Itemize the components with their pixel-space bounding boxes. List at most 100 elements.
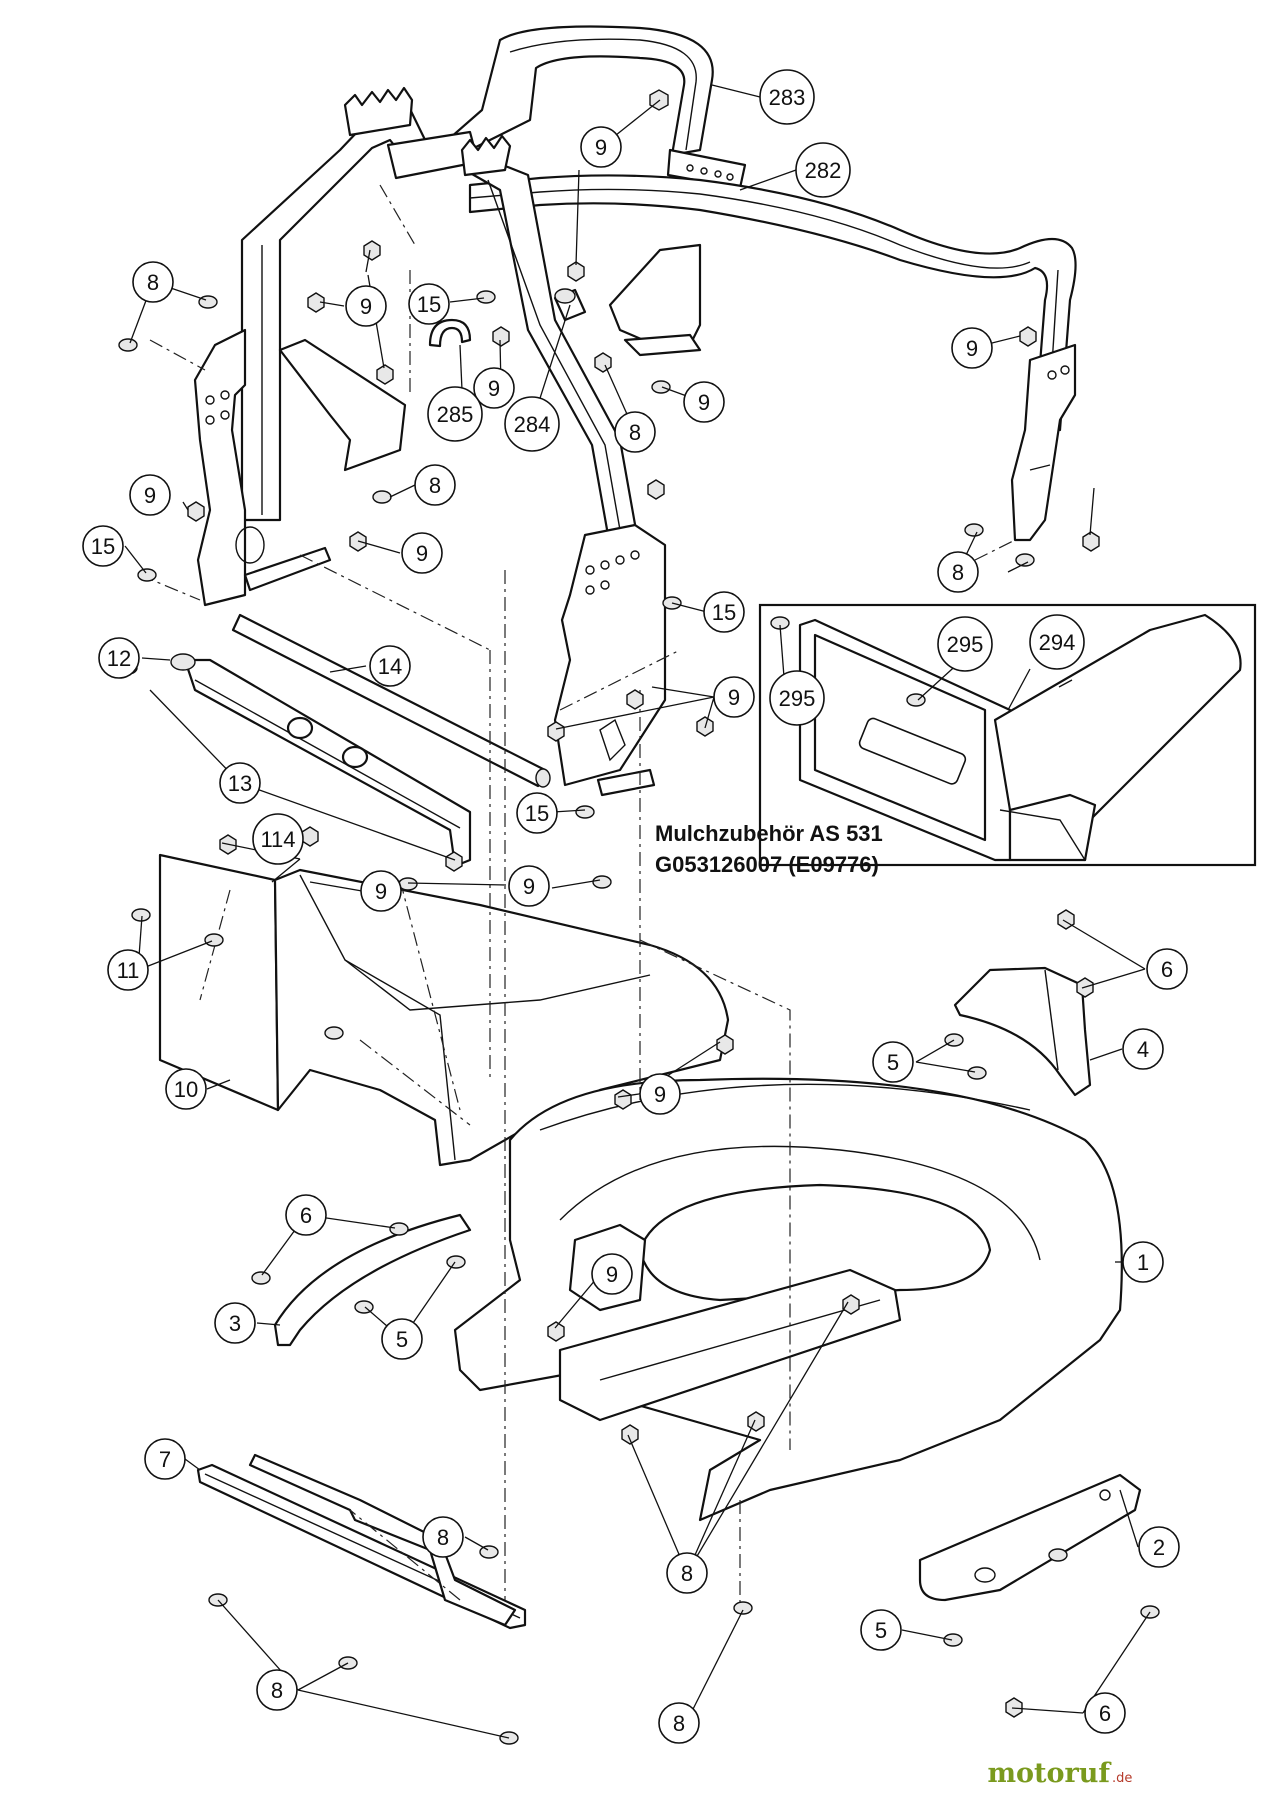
svg-text:9: 9: [375, 879, 387, 904]
svg-text:8: 8: [437, 1525, 449, 1550]
callout-294: 294: [1029, 614, 1085, 670]
svg-text:9: 9: [488, 376, 500, 401]
svg-text:7: 7: [159, 1447, 171, 1472]
callout-15: 15: [703, 591, 745, 633]
callout-8: 8: [614, 411, 656, 453]
svg-text:6: 6: [300, 1203, 312, 1228]
callout-114: 114: [252, 813, 304, 865]
assembly-centerlines: [139, 184, 1016, 1610]
callout-12: 12: [98, 637, 140, 679]
callout-6: 6: [1146, 948, 1188, 990]
callout-6: 6: [1084, 1692, 1126, 1734]
svg-text:114: 114: [260, 827, 295, 852]
chute-bracket: [608, 243, 702, 357]
svg-text:9: 9: [595, 135, 607, 160]
callout-13: 13: [219, 762, 261, 804]
u-bolt-285: [428, 318, 472, 348]
callout-5: 5: [860, 1609, 902, 1651]
callout-8: 8: [414, 464, 456, 506]
svg-text:8: 8: [429, 473, 441, 498]
svg-text:10: 10: [174, 1077, 198, 1102]
mower-deck-1: [453, 1077, 1123, 1522]
callout-8: 8: [256, 1669, 298, 1711]
svg-text:9: 9: [698, 390, 710, 415]
svg-text:1: 1: [1137, 1250, 1149, 1275]
svg-text:4: 4: [1137, 1037, 1149, 1062]
svg-text:11: 11: [117, 958, 140, 983]
svg-text:295: 295: [947, 632, 984, 657]
svg-text:295: 295: [779, 686, 816, 711]
link-bar-13: [170, 653, 472, 868]
callout-14: 14: [369, 645, 411, 687]
svg-text:8: 8: [952, 560, 964, 585]
callout-9: 9: [473, 367, 515, 409]
front-skid-3: [273, 1213, 472, 1347]
callout-9: 9: [129, 474, 171, 516]
svg-text:294: 294: [1039, 630, 1076, 655]
callout-284: 284: [504, 396, 560, 452]
callout-9: 9: [345, 285, 387, 327]
callout-15: 15: [82, 525, 124, 567]
svg-text:15: 15: [712, 600, 736, 625]
inset-title-line2: G053126007 (E09776): [655, 852, 879, 877]
callout-15: 15: [516, 792, 558, 834]
side-bracket-left: [193, 328, 407, 607]
callout-285: 285: [427, 386, 483, 442]
callout-9: 9: [951, 327, 993, 369]
callout-295: 295: [937, 616, 993, 672]
svg-text:2: 2: [1153, 1535, 1165, 1560]
svg-text:3: 3: [229, 1311, 241, 1336]
callout-295: 295: [769, 670, 825, 726]
side-trim-2: [918, 1473, 1142, 1602]
svg-text:9: 9: [523, 874, 535, 899]
hardware-fasteners: [118, 89, 1160, 1745]
callout-9: 9: [401, 532, 443, 574]
svg-text:8: 8: [271, 1678, 283, 1703]
svg-text:5: 5: [396, 1327, 408, 1352]
callout-282: 282: [795, 142, 851, 198]
svg-text:9: 9: [360, 294, 372, 319]
callout-1: 1: [1122, 1241, 1164, 1283]
callout-9: 9: [639, 1073, 681, 1115]
svg-text:13: 13: [228, 771, 252, 796]
svg-text:15: 15: [525, 801, 549, 826]
callout-9: 9: [360, 870, 402, 912]
callout-10: 10: [165, 1068, 207, 1110]
callout-9: 9: [580, 126, 622, 168]
svg-text:8: 8: [629, 420, 641, 445]
callout-9: 9: [591, 1253, 633, 1295]
callout-6: 6: [285, 1194, 327, 1236]
svg-text:14: 14: [378, 654, 402, 679]
svg-text:15: 15: [91, 534, 115, 559]
svg-text:8: 8: [681, 1561, 693, 1586]
callout-3: 3: [214, 1302, 256, 1344]
handle-upper-283: [448, 25, 747, 190]
callout-11: 11: [107, 949, 149, 991]
callout-5: 5: [872, 1041, 914, 1083]
callout-8: 8: [132, 261, 174, 303]
bottom-rail-7: [196, 1453, 527, 1630]
svg-text:15: 15: [417, 292, 441, 317]
callout-7: 7: [144, 1438, 186, 1480]
frame-left-arm: [240, 86, 480, 522]
callout-8: 8: [658, 1702, 700, 1744]
svg-text:9: 9: [606, 1262, 618, 1287]
callout-9: 9: [508, 865, 550, 907]
svg-text:9: 9: [966, 336, 978, 361]
side-bracket-right: [553, 523, 667, 797]
brand-tld: .de: [1112, 1771, 1132, 1786]
svg-text:9: 9: [654, 1082, 666, 1107]
callout-8: 8: [937, 551, 979, 593]
svg-text:8: 8: [673, 1711, 685, 1736]
callout-8: 8: [666, 1552, 708, 1594]
svg-text:5: 5: [875, 1618, 887, 1643]
svg-text:12: 12: [107, 646, 131, 671]
svg-text:282: 282: [805, 158, 842, 183]
callout-283: 283: [759, 69, 815, 125]
svg-text:8: 8: [147, 270, 159, 295]
rear-guard-housing: [273, 868, 730, 1167]
callout-5: 5: [381, 1318, 423, 1360]
brand-main: motoruf: [987, 1758, 1112, 1789]
svg-text:9: 9: [144, 483, 156, 508]
